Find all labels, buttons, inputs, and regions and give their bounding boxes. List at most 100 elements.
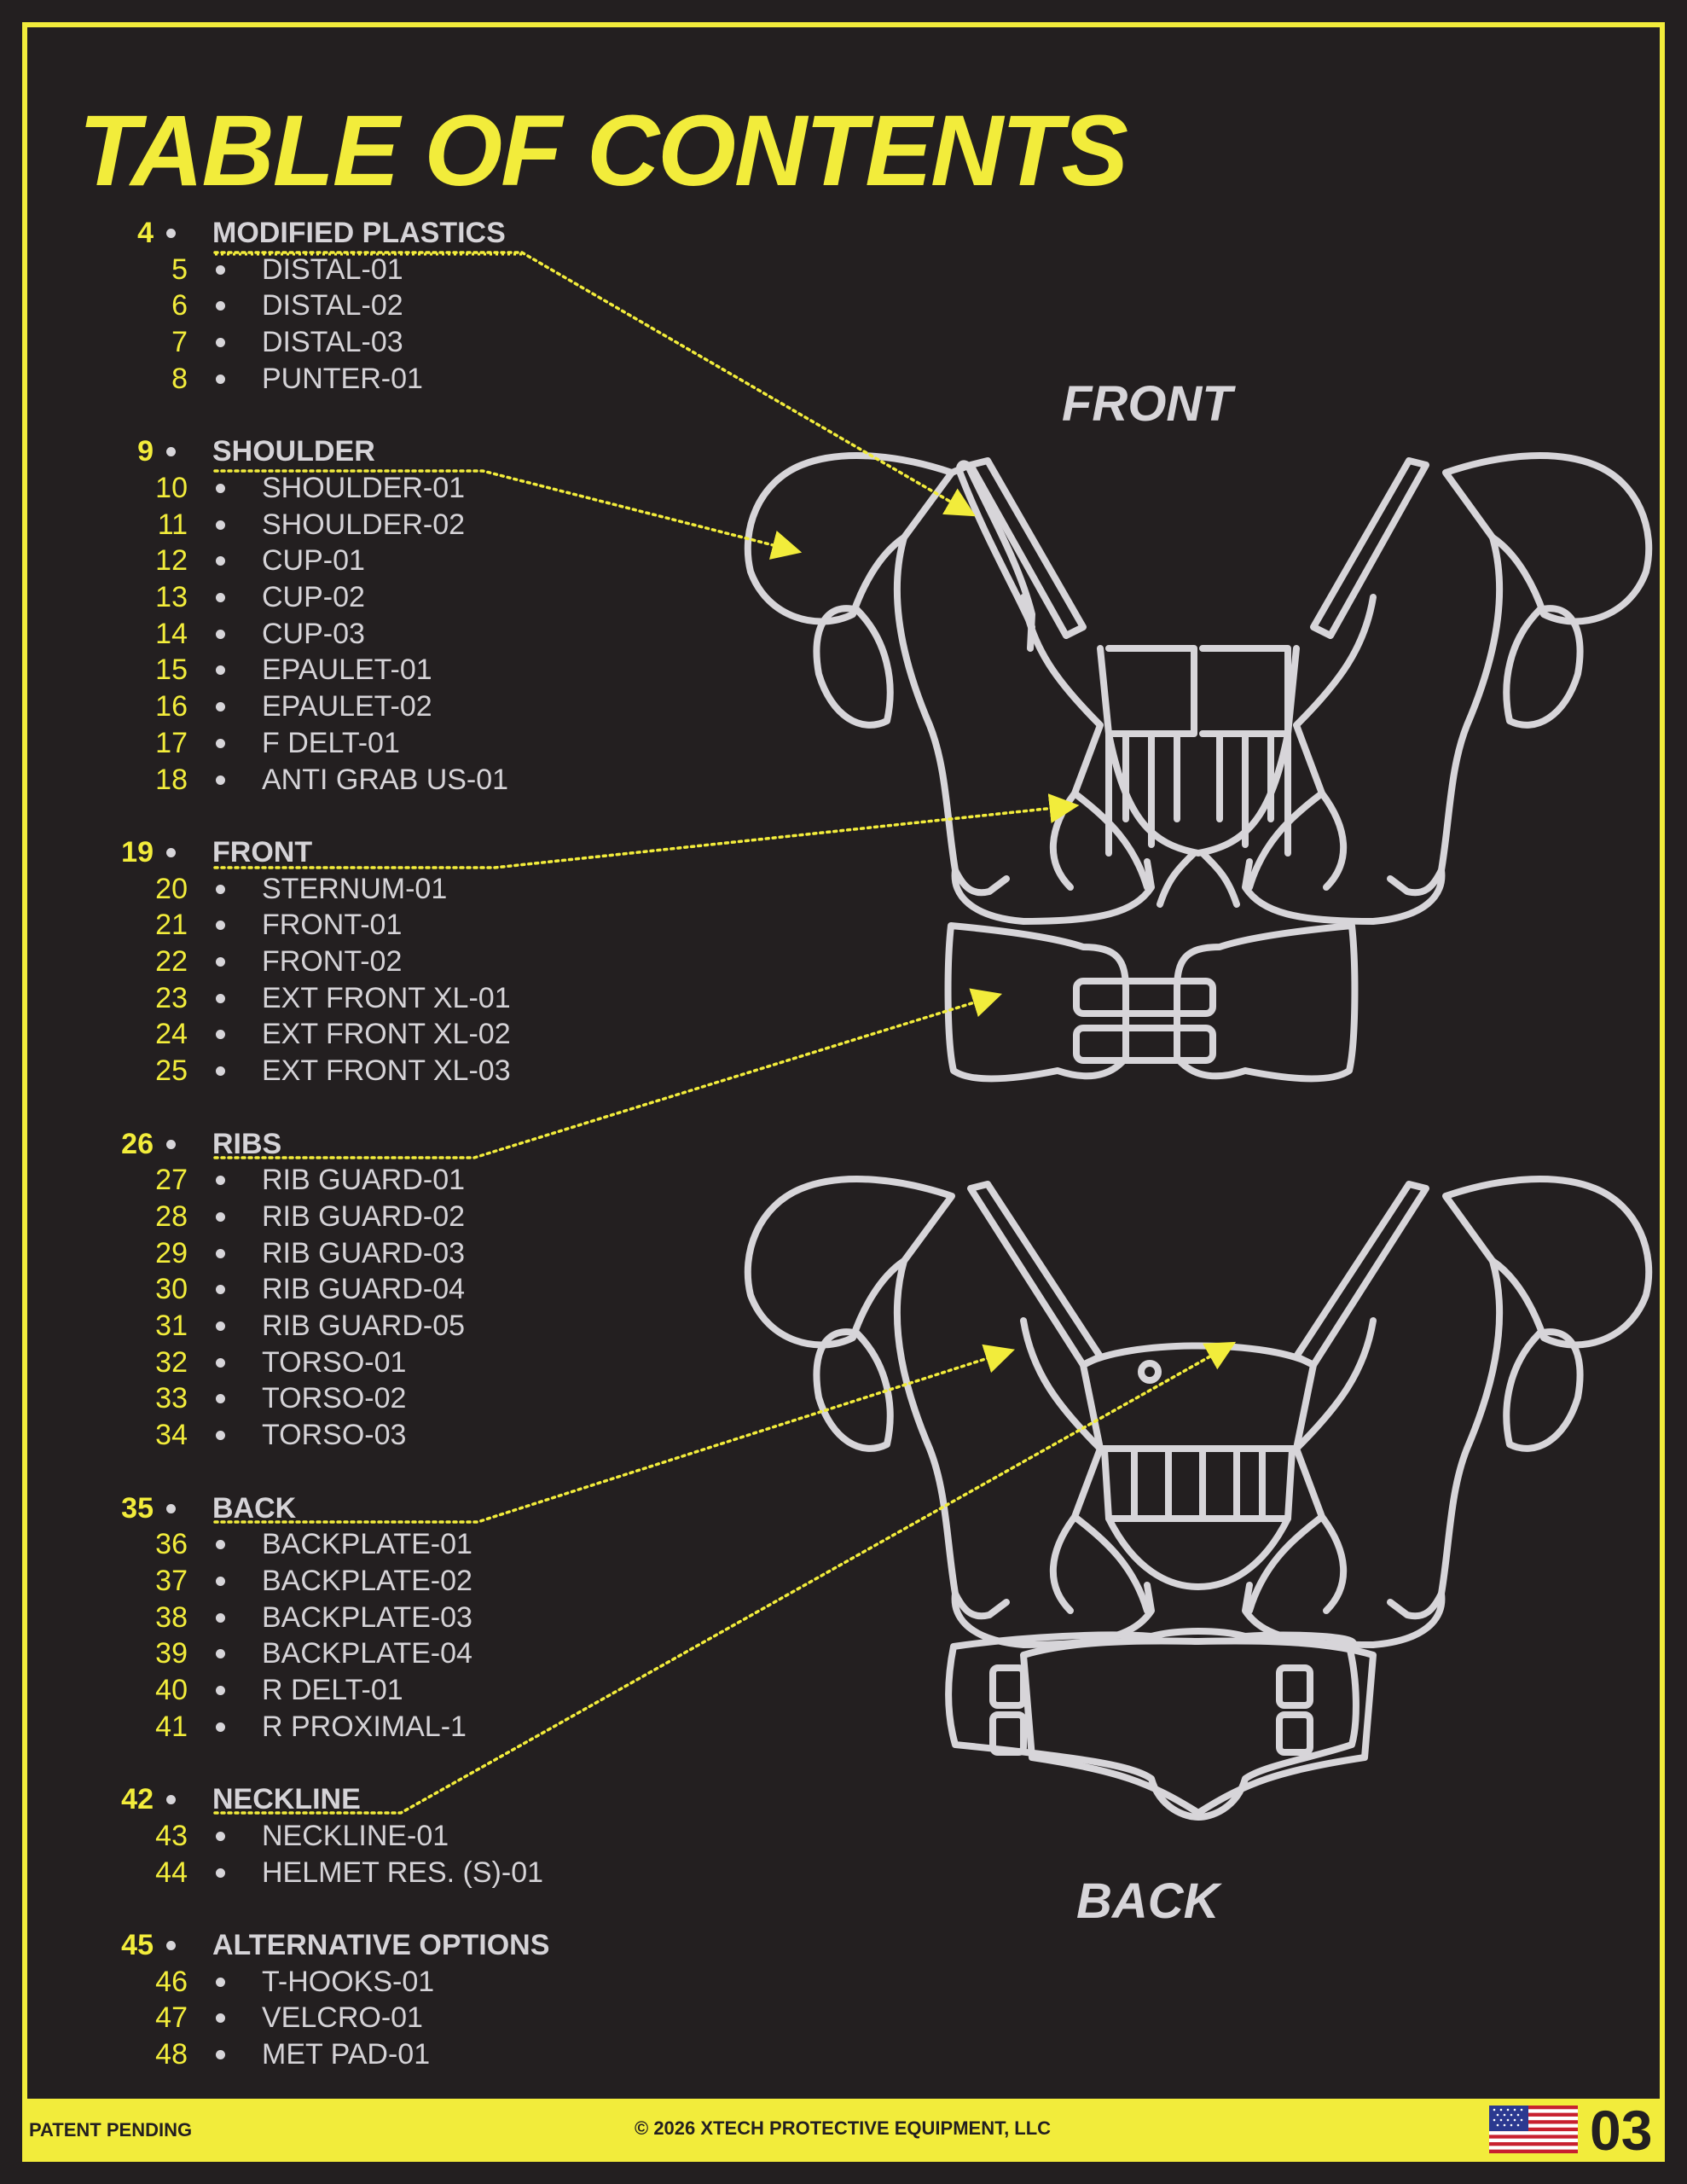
toc-page-number: 14 [155, 618, 188, 650]
toc-label: BACKPLATE-03 [262, 1601, 472, 1634]
toc-label: RIBS [212, 1128, 282, 1160]
toc-label: FRONT-01 [262, 909, 403, 941]
toc-page-number: 46 [155, 1966, 188, 1998]
toc-page-number: 34 [155, 1419, 188, 1451]
toc-label: R PROXIMAL-1 [262, 1711, 467, 1743]
patent-notice: PATENT PENDING [29, 2119, 193, 2140]
bullet-icon [166, 1504, 176, 1513]
bullet-icon [166, 447, 176, 456]
bullet-icon [216, 556, 225, 566]
toc-label: SHOULDER [212, 435, 375, 468]
bullet-icon [166, 848, 176, 857]
toc-entry[interactable]: 34 TORSO-03 [0, 1417, 597, 1453]
bullet-icon [216, 630, 225, 639]
shoulder-pad-diagram [213, 251, 1653, 1821]
bullet-icon [216, 2013, 225, 2023]
toc-section-heading[interactable]: 9 SHOULDER [0, 433, 597, 469]
toc-entry[interactable]: 21 FRONT-01 [0, 907, 597, 943]
toc-label: TORSO-02 [262, 1382, 407, 1414]
toc-label: TORSO-03 [262, 1419, 407, 1451]
toc-label: CUP-02 [262, 581, 365, 613]
toc-page-number: 47 [155, 2001, 188, 2034]
bullet-icon [216, 1066, 225, 1076]
toc-page-number: 18 [155, 764, 188, 796]
toc-page-number: 15 [155, 653, 188, 686]
toc-label: EXT FRONT XL-01 [262, 982, 511, 1014]
toc-label: T-HOOKS-01 [262, 1966, 435, 1998]
toc-label: CUP-01 [262, 544, 365, 577]
toc-page-number: 43 [155, 1820, 188, 1852]
toc-label: RIB GUARD-02 [262, 1200, 466, 1233]
back-pads-outline [744, 1176, 1653, 1648]
page-number: 03 [1590, 2099, 1653, 2162]
toc-page-number: 9 [137, 435, 154, 468]
toc-page-number: 22 [155, 945, 188, 978]
toc-entry[interactable]: 46 T-HOOKS-01 [0, 1964, 597, 2000]
toc-page-number: 37 [155, 1565, 188, 1597]
bullet-icon [216, 994, 225, 1003]
toc-label: BACK [212, 1492, 297, 1525]
bullet-icon [216, 921, 225, 930]
bullet-icon [166, 1140, 176, 1149]
us-flag-icon [1489, 2106, 1578, 2153]
toc-entry[interactable]: 38 BACKPLATE-03 [0, 1600, 597, 1635]
toc-page-number: 21 [155, 909, 188, 941]
toc-label: RIB GUARD-03 [262, 1237, 466, 1269]
copyright-notice: © 2026 XTECH PROTECTIVE EQUIPMENT, LLC [635, 2117, 1052, 2139]
bullet-icon [216, 1176, 225, 1185]
leader-shoulder [213, 469, 803, 560]
toc-page-number: 48 [155, 2038, 188, 2071]
bullet-icon [216, 484, 225, 493]
toc-page-number: 23 [155, 982, 188, 1014]
bullet-icon [216, 1285, 225, 1294]
toc-page-number: 6 [171, 289, 188, 322]
toc-label: R DELT-01 [262, 1674, 403, 1706]
toc-page-number: 20 [155, 873, 188, 905]
toc-page-number: 8 [171, 363, 188, 395]
toc-entry[interactable]: 23 EXT FRONT XL-01 [0, 980, 597, 1016]
toc-page-number: 38 [155, 1601, 188, 1634]
bullet-icon [216, 1249, 225, 1258]
bullet-icon [216, 2050, 225, 2059]
leader-modified-plastics [213, 251, 977, 517]
